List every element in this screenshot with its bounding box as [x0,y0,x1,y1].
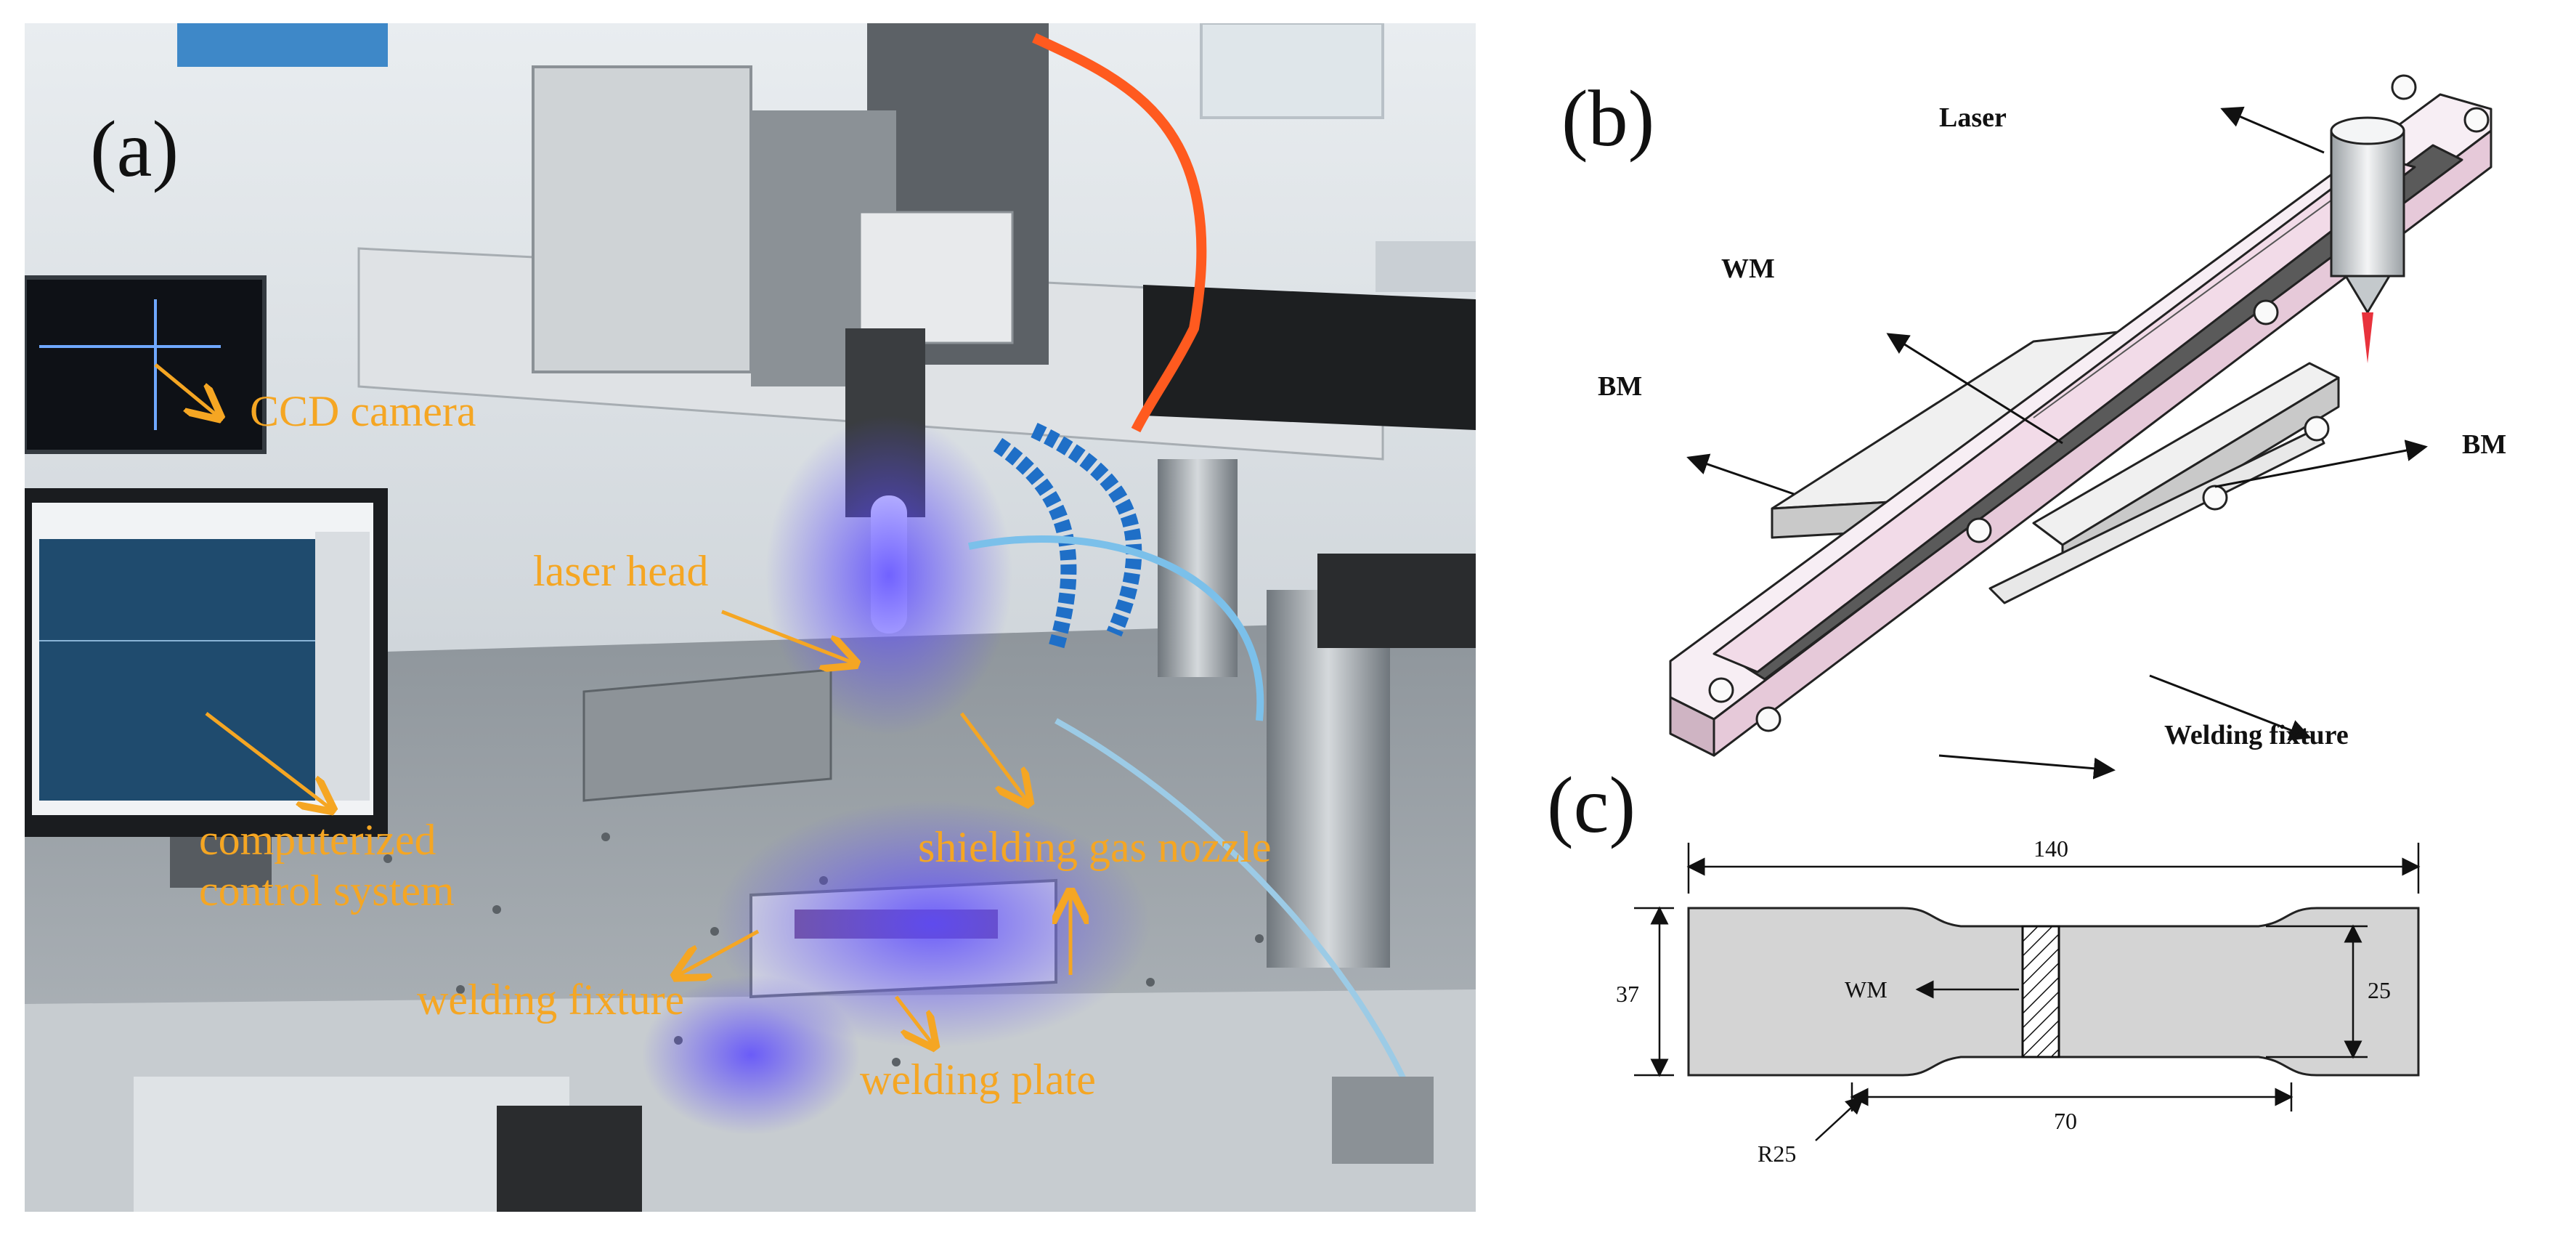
screw-hole [1708,677,1734,703]
label-wm: WM [1721,254,1775,284]
arrow-control-system [205,712,330,808]
label-bm-right: BM [2462,429,2507,460]
arrow-wm [1886,333,2063,445]
weld-zone [2021,925,2060,1058]
screw-hole [2304,416,2330,442]
dim-radius: R25 [1758,1141,1797,1167]
dim-width: 37 [1616,981,1639,1007]
arrow-welding-fixture [678,929,760,975]
screw-hole [2253,299,2279,325]
dim-gauge-width: 25 [2368,977,2391,1003]
callout-arrows [154,363,1476,1212]
specimen-svg [1634,843,2421,1141]
panel-a-label: (a) [90,105,179,193]
arrow-laser-head [721,610,853,663]
label-welding-fixture: Welding fixture [2164,720,2349,750]
screw-hole [2463,107,2490,133]
dim-gauge-length: 70 [2054,1108,2077,1134]
callout-control-line1: computerized [199,816,436,864]
panel-b-label: (b) [1561,74,1655,163]
photo-scene [25,23,1476,1212]
callout-control-line2: control system [199,867,455,915]
laser-nozzle [2330,129,2405,278]
callout-ccd-camera: CCD camera [250,387,476,435]
arrow-bm-right [2214,440,2428,488]
arrow-gas-nozzle-top [960,712,1027,801]
arrow-ccd-camera [154,363,217,416]
callout-welding-plate: welding plate [860,1056,1096,1104]
tensile-specimen-drawing: (c) 140 37 25 70 R25 WM [1525,734,2576,1235]
dim-length: 140 [2033,835,2068,862]
weld-plate [1712,155,2416,673]
label-laser: Laser [1939,102,2007,133]
screw-hole [1966,517,1992,543]
laser-beam [2362,312,2373,363]
arrow-bm-left [1686,453,1795,495]
callout-welding-fixture: welding fixture [417,976,685,1024]
screw-hole [2202,485,2228,511]
label-wm-specimen: WM [1845,976,1888,1003]
arrow-laser [2220,106,2325,154]
callout-shielding-gas-nozzle: shielding gas nozzle [918,823,1272,871]
welding-setup-photo: (a) CCD camera laser head computerized c… [25,23,1476,1212]
wall-sign [177,23,388,67]
laser-head-housing [532,65,752,373]
screw-hole [2391,74,2417,100]
arrow-welding-fixture-2 [1938,754,2116,780]
screw-hole [1755,706,1781,732]
panel-c-label: (c) [1547,761,1636,849]
arrow-welding-fixture-1 [2149,674,2312,741]
fixture-isometric-drawing: (b) Laser WM BM BM Welding fixture [1525,22,2576,792]
fixture-svg [1669,74,2492,780]
label-bm-left: BM [1598,371,1643,402]
callout-laser-head: laser head [533,547,709,595]
arrow-welding-plate [895,995,933,1044]
